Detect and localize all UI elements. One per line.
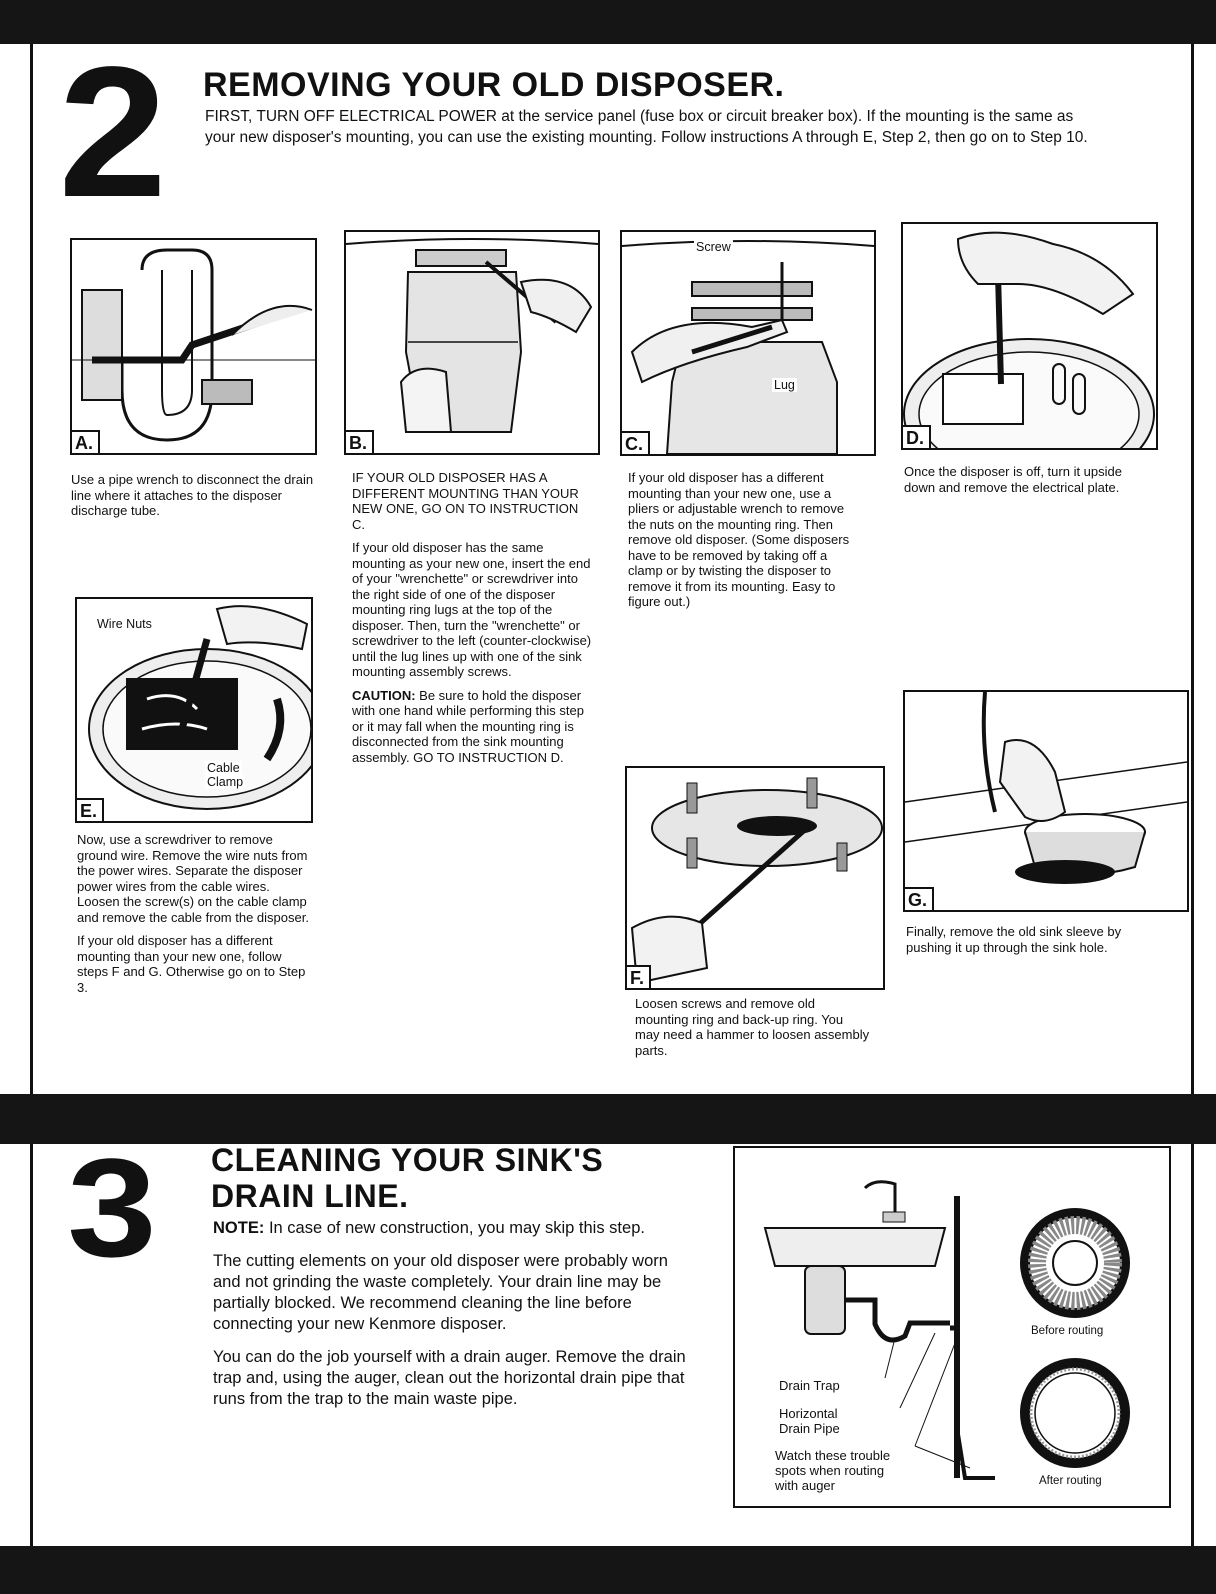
panel-letter-g: G. bbox=[905, 887, 935, 910]
caption-b-same-mounting: If your old disposer has the same mounti… bbox=[352, 540, 592, 679]
step-3-title-line1: CLEANING YOUR SINK'S bbox=[211, 1142, 604, 1178]
panel-letter-d: D. bbox=[903, 425, 931, 448]
illustration-d: D. bbox=[901, 222, 1158, 450]
caption-d: Once the disposer is off, turn it upside… bbox=[904, 464, 1122, 495]
step-2-section: 2 REMOVING YOUR OLD DISPOSER. FIRST, TUR… bbox=[30, 40, 1194, 1094]
label-screw: Screw bbox=[694, 240, 733, 254]
caption-e-different: If your old disposer has a different mou… bbox=[77, 933, 306, 995]
step-3-note: NOTE: In case of new construction, you m… bbox=[213, 1218, 693, 1239]
drain-line-drawing bbox=[763, 1180, 1130, 1480]
caption-f: Loosen screws and remove old mounting ri… bbox=[635, 996, 870, 1058]
label-watch-1: Watch these trouble bbox=[775, 1448, 891, 1463]
illustration-g: G. bbox=[903, 690, 1189, 912]
illustration-c: Screw Lug C. bbox=[620, 230, 876, 456]
step-3-para1: The cutting elements on your old dispose… bbox=[213, 1252, 668, 1333]
panel-letter-f: F. bbox=[627, 965, 652, 988]
bottom-band bbox=[0, 1546, 1216, 1594]
caption-b-caution: CAUTION: Be sure to hold the disposer wi… bbox=[352, 688, 592, 766]
illustration-e: Wire Nuts Cable Clamp E. bbox=[75, 597, 313, 823]
note-label: NOTE: bbox=[213, 1219, 265, 1237]
step-3-number: 3 bbox=[67, 1129, 157, 1286]
illustration-a: A. bbox=[70, 238, 317, 455]
step-3-section: 3 CLEANING YOUR SINK'S DRAIN LINE. NOTE:… bbox=[30, 1138, 1194, 1546]
illustration-f: F. bbox=[625, 766, 885, 990]
caption-c: If your old disposer has a different mou… bbox=[628, 470, 850, 609]
drain-line-diagram: Drain Trap Horizontal Drain Pipe Watch t… bbox=[733, 1146, 1171, 1508]
sink-sleeve-illustration bbox=[905, 692, 1187, 884]
pipe-wrench-illustration bbox=[72, 248, 315, 442]
step-3-title-line2: DRAIN LINE. bbox=[211, 1178, 409, 1214]
label-cable-1: Cable bbox=[205, 761, 242, 775]
illustration-b: B. bbox=[344, 230, 600, 455]
caption-b: IF YOUR OLD DISPOSER HAS A DIFFERENT MOU… bbox=[352, 470, 592, 773]
panel-letter-e: E. bbox=[77, 798, 105, 821]
caption-b-instruction: IF YOUR OLD DISPOSER HAS A DIFFERENT MOU… bbox=[352, 470, 579, 532]
step-3-body: NOTE: In case of new construction, you m… bbox=[213, 1218, 693, 1422]
panel-letter-a: A. bbox=[72, 430, 100, 453]
caption-a: Use a pipe wrench to disconnect the drai… bbox=[71, 472, 314, 518]
mounting-ring-illustration bbox=[630, 777, 883, 985]
panel-letter-b: B. bbox=[346, 430, 374, 453]
label-after-routing: After routing bbox=[1039, 1475, 1102, 1487]
caution-text: Be sure to hold the disposer with one ha… bbox=[352, 687, 584, 765]
wrenchette-illustration bbox=[346, 238, 598, 433]
electrical-plate-illustration bbox=[903, 231, 1155, 448]
step-3-para2: You can do the job yourself with a drain… bbox=[213, 1348, 686, 1408]
middle-band bbox=[0, 1094, 1216, 1144]
label-horizontal: Horizontal bbox=[779, 1406, 838, 1421]
panel-letter-c: C. bbox=[622, 431, 650, 454]
label-drain-trap: Drain Trap bbox=[779, 1378, 840, 1393]
step-2-title: REMOVING YOUR OLD DISPOSER. bbox=[203, 66, 785, 104]
label-wire-nuts: Wire Nuts bbox=[95, 617, 154, 631]
step-2-intro: FIRST, TURN OFF ELECTRICAL POWER at the … bbox=[205, 108, 1088, 146]
label-cable-2: Clamp bbox=[205, 775, 246, 789]
label-drain-pipe: Drain Pipe bbox=[779, 1421, 840, 1436]
pliers-illustration bbox=[622, 240, 874, 454]
note-text: In case of new construction, you may ski… bbox=[268, 1219, 645, 1237]
label-lug: Lug bbox=[772, 378, 797, 392]
caption-e-steps: Now, use a screwdriver to remove ground … bbox=[77, 832, 309, 925]
caption-e: Now, use a screwdriver to remove ground … bbox=[77, 832, 313, 1003]
label-watch-2: spots when routing bbox=[775, 1463, 885, 1478]
top-band bbox=[0, 0, 1216, 44]
caption-g: Finally, remove the old sink sleeve by p… bbox=[906, 924, 1122, 955]
wire-nuts-illustration bbox=[88, 605, 311, 810]
label-watch-3: with auger bbox=[775, 1478, 835, 1493]
step-2-number: 2 bbox=[58, 29, 168, 236]
caution-label: CAUTION: bbox=[352, 687, 416, 703]
label-before-routing: Before routing bbox=[1031, 1325, 1104, 1337]
